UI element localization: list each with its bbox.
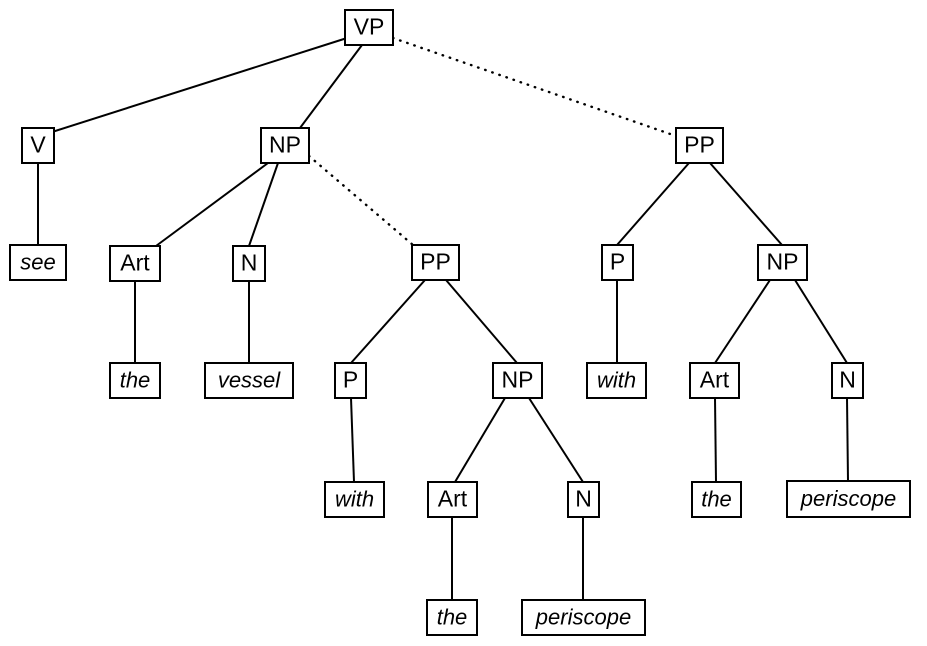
node-label-n_right: N — [839, 367, 856, 393]
node-box-art_mid — [427, 481, 478, 518]
tree-node-the1[interactable]: the — [109, 362, 161, 399]
node-label-peri_m: periscope — [535, 604, 631, 629]
tree-node-v[interactable]: V — [21, 127, 55, 164]
node-label-art_mid: Art — [438, 486, 468, 512]
tree-node-with_r[interactable]: with — [586, 362, 647, 399]
node-box-p_mid — [334, 362, 367, 399]
node-label-pp_mid: PP — [420, 249, 451, 275]
node-label-art_right: Art — [700, 367, 730, 393]
tree-edge-np_right-to-n_right — [794, 279, 848, 364]
node-label-pp_right: PP — [684, 132, 715, 158]
node-box-art1 — [109, 245, 161, 282]
node-box-see — [9, 244, 67, 281]
tree-node-the_r[interactable]: the — [691, 481, 742, 518]
tree-node-the_m[interactable]: the — [426, 599, 478, 636]
node-box-pp_right — [675, 127, 724, 164]
node-label-n_mid: N — [575, 486, 592, 512]
tree-node-vp[interactable]: VP — [344, 9, 394, 46]
tree-edge-p_mid-to-with_m — [350, 397, 355, 483]
tree-node-n_right[interactable]: N — [831, 362, 864, 399]
node-label-art1: Art — [120, 250, 150, 276]
tree-node-n_mid[interactable]: N — [567, 481, 600, 518]
tree-edge-vp-to-np1 — [299, 44, 363, 129]
node-label-np1: NP — [269, 132, 301, 158]
node-box-art_right — [689, 362, 740, 399]
node-label-see: see — [20, 249, 55, 274]
tree-node-art_right[interactable]: Art — [689, 362, 740, 399]
node-box-np_right — [757, 244, 808, 281]
tree-edge-art_right-to-the_r — [714, 397, 717, 483]
tree-node-art1[interactable]: Art — [109, 245, 161, 282]
node-label-np_right: NP — [767, 249, 799, 275]
node-label-with_m: with — [335, 486, 374, 511]
tree-edge-vp-to-v — [51, 37, 348, 133]
edge-layer — [37, 36, 849, 600]
tree-node-pp_right[interactable]: PP — [675, 127, 724, 164]
tree-edge-np1-to-n1 — [248, 162, 279, 247]
tree-edge-pp_right-to-p_right — [616, 162, 690, 246]
node-box-n_right — [831, 362, 864, 399]
node-label-vessel: vessel — [218, 367, 281, 392]
tree-edge-np1-to-pp_mid — [307, 154, 415, 247]
tree-edge-np_mid-to-art_mid — [454, 397, 506, 483]
node-label-p_mid: P — [343, 367, 358, 393]
node-box-v — [21, 127, 55, 164]
node-box-np_mid — [492, 362, 543, 399]
tree-edge-pp_mid-to-np_mid — [445, 279, 518, 364]
node-label-peri_r: periscope — [800, 486, 896, 511]
tree-node-p_right[interactable]: P — [601, 244, 634, 281]
node-box-p_right — [601, 244, 634, 281]
node-box-the_m — [426, 599, 478, 636]
tree-node-np_right[interactable]: NP — [757, 244, 808, 281]
node-label-the1: the — [120, 367, 151, 392]
tree-edge-pp_right-to-np_right — [709, 162, 783, 246]
tree-edge-np_right-to-art_right — [714, 279, 771, 364]
tree-edge-np1-to-art1 — [155, 162, 269, 247]
node-box-the_r — [691, 481, 742, 518]
tree-node-art_mid[interactable]: Art — [427, 481, 478, 518]
node-label-v: V — [30, 132, 46, 158]
tree-node-peri_m[interactable]: periscope — [521, 599, 646, 636]
tree-edge-np_mid-to-n_mid — [528, 397, 584, 483]
node-box-vp — [344, 9, 394, 46]
node-box-vessel — [204, 362, 294, 399]
tree-edge-vp-to-pp_right — [391, 36, 678, 138]
tree-node-np_mid[interactable]: NP — [492, 362, 543, 399]
tree-node-with_m[interactable]: with — [324, 481, 385, 518]
tree-edge-n_right-to-peri_r — [846, 397, 849, 482]
tree-node-pp_mid[interactable]: PP — [411, 244, 460, 281]
node-label-n1: N — [241, 250, 258, 276]
node-label-vp: VP — [354, 14, 385, 40]
node-label-np_mid: NP — [502, 367, 534, 393]
node-box-n1 — [232, 245, 266, 282]
node-label-p_right: P — [610, 249, 625, 275]
node-label-the_r: the — [701, 486, 732, 511]
tree-edge-pp_mid-to-p_mid — [350, 279, 426, 364]
node-box-peri_m — [521, 599, 646, 636]
node-label-with_r: with — [597, 367, 636, 392]
tree-node-np1[interactable]: NP — [260, 127, 310, 164]
tree-node-see[interactable]: see — [9, 244, 67, 281]
node-box-n_mid — [567, 481, 600, 518]
node-box-with_m — [324, 481, 385, 518]
node-box-np1 — [260, 127, 310, 164]
node-label-the_m: the — [437, 604, 468, 629]
node-box-peri_r — [786, 480, 911, 518]
tree-node-p_mid[interactable]: P — [334, 362, 367, 399]
tree-node-vessel[interactable]: vessel — [204, 362, 294, 399]
node-box-with_r — [586, 362, 647, 399]
node-box-pp_mid — [411, 244, 460, 281]
tree-node-n1[interactable]: N — [232, 245, 266, 282]
tree-node-peri_r[interactable]: periscope — [786, 480, 911, 518]
node-box-the1 — [109, 362, 161, 399]
